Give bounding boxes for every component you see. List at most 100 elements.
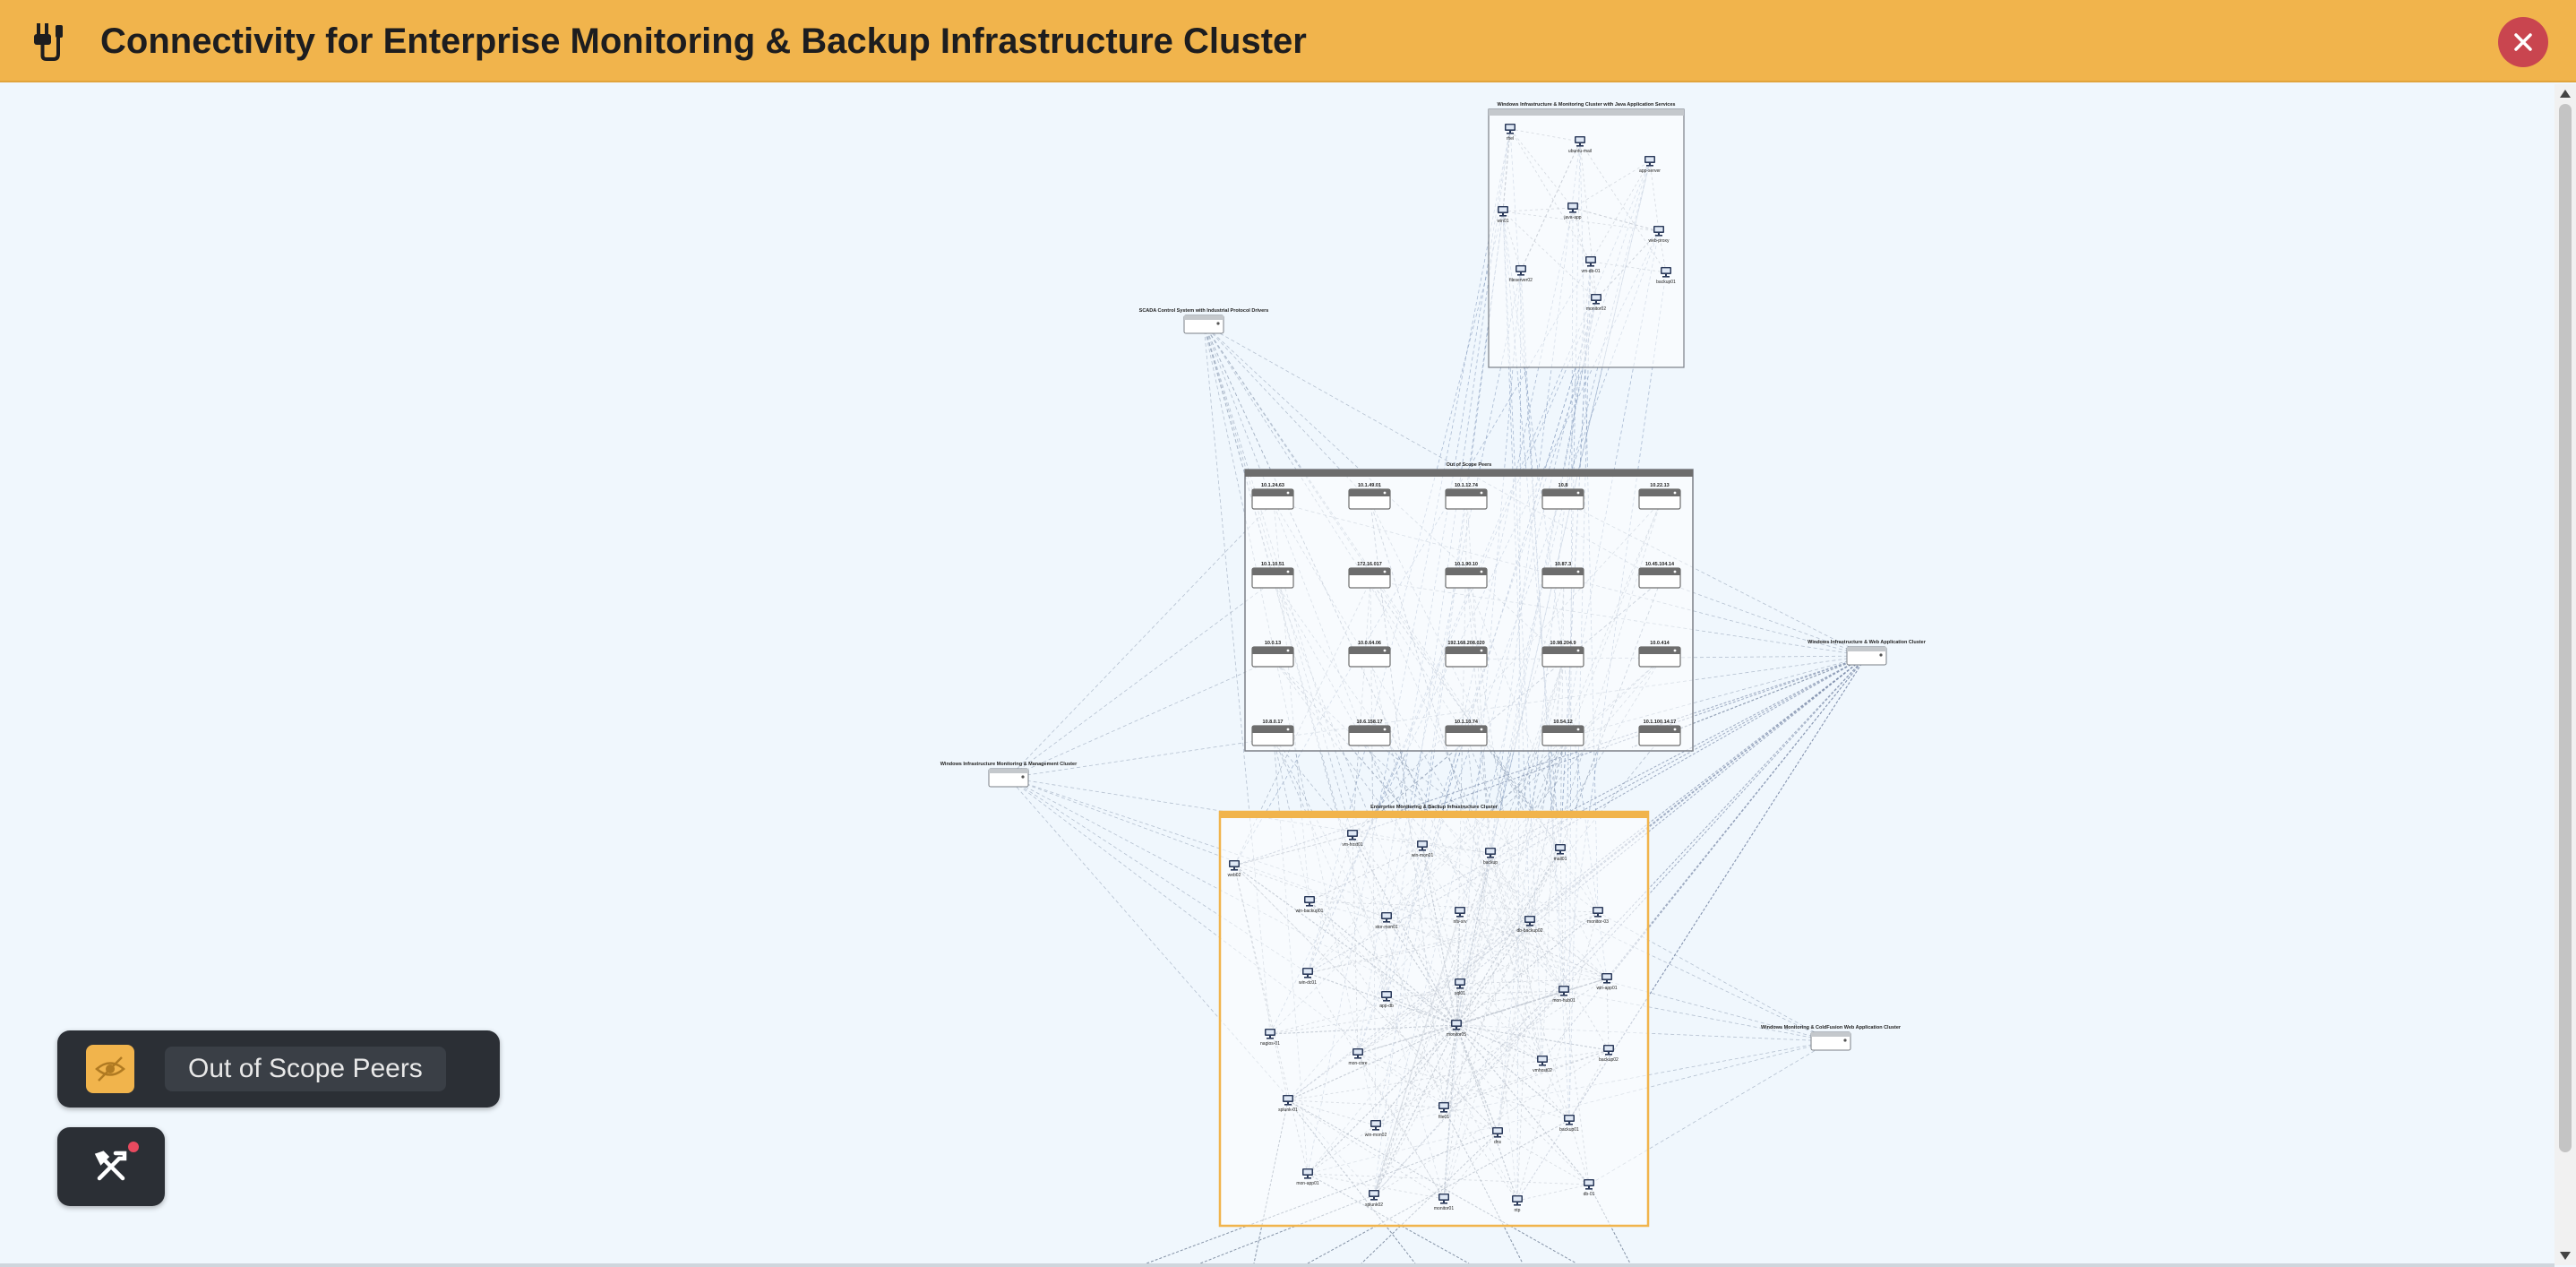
computer-node[interactable]: ubuntu-mail [1568,136,1592,154]
peer-node[interactable]: 10.6.158.17 [1348,720,1391,746]
peer-box-header [1639,489,1680,496]
computer-node[interactable]: splunk02 [1365,1190,1383,1208]
close-button[interactable] [2498,17,2548,67]
peer-node[interactable]: 10.1.24.63 [1251,483,1294,510]
peer-box-header [1252,568,1293,575]
computer-node[interactable]: db-backup02 [1517,916,1543,934]
computer-node[interactable]: backup [1483,848,1498,866]
node-label: vm-host01 [1342,842,1363,848]
computer-node[interactable]: mail01 [1554,844,1567,862]
notification-dot [128,1142,139,1152]
computer-node[interactable]: backup01 [1656,267,1676,285]
tools-button[interactable] [57,1127,165,1206]
peer-dot-icon [1673,649,1677,652]
peer-node[interactable]: 10.87.3 [1541,562,1584,589]
peer-box-header [1349,647,1390,654]
computer-node[interactable]: monitor02 [1586,294,1606,312]
peer-node[interactable]: 10.54.12 [1541,720,1584,746]
computer-icon [1438,1102,1449,1113]
computer-node[interactable]: monitor05 [1447,1020,1466,1038]
legend-label[interactable]: Out of Scope Peers [165,1047,446,1091]
connection-edge [1357,128,1511,1055]
computer-node[interactable]: web02 [1228,860,1241,878]
computer-node[interactable]: ntp [1512,1195,1523,1213]
peer-node[interactable]: 10.45.104.14 [1638,562,1681,589]
computer-node[interactable]: mon-hub01 [1552,986,1576,1004]
expand-dot-icon [1843,1039,1847,1042]
node-label: mon-app01 [1296,1181,1319,1186]
computer-node[interactable]: win-backup01 [1296,896,1324,914]
computer-node[interactable]: dns [1492,1127,1503,1145]
computer-node[interactable]: win01 [1497,206,1509,224]
computer-icon [1498,206,1508,217]
scroll-up-icon[interactable] [2560,90,2571,98]
peer-node[interactable]: 10.22.13 [1638,483,1681,510]
node-label: sql01 [1455,991,1465,996]
cluster-c1[interactable]: Windows Infrastructure & Monitoring Clus… [1488,102,1685,368]
computer-icon [1369,1190,1379,1201]
peer-node[interactable]: 10.1.90.10 [1445,562,1488,589]
peer-node[interactable]: 192.168.208.020 [1445,641,1488,668]
peer-node[interactable]: 10.1.10.74 [1445,720,1488,746]
peer-box-header [1446,489,1487,496]
computer-node[interactable]: win-app01 [1596,973,1618,991]
node-label: win-backup01 [1296,909,1324,914]
computer-node[interactable]: stor-mon01 [1375,912,1398,930]
computer-node[interactable]: vmhost02 [1533,1056,1552,1073]
cluster-out-of-scope-peers[interactable]: Out of Scope Peers 10.1.24.63 10.1.49.01 10… [1244,462,1694,752]
peer-ip-label: 10.54.12 [1553,720,1572,725]
computer-node[interactable]: vm-host01 [1342,830,1363,848]
computer-node[interactable]: mon-core [1348,1048,1368,1066]
cluster-c7-collapsed[interactable]: Windows Monitoring & ColdFusion Web Appl… [1761,1025,1902,1051]
computer-node[interactable]: monitor-03 [1587,907,1609,925]
cluster-c5-collapsed[interactable]: Windows Infrastructure Monitoring & Mana… [940,762,1078,788]
computer-node[interactable]: win-mon02 [1365,1120,1387,1138]
computer-node[interactable]: backup02 [1599,1045,1619,1063]
computer-node[interactable]: backup01 [1559,1115,1579,1133]
peer-node[interactable]: 10.8 [1541,483,1584,510]
network-graph[interactable]: Windows Infrastructure & Monitoring Clus… [0,84,2555,1263]
peer-node[interactable]: 10.0.64.06 [1348,641,1391,668]
computer-node[interactable]: file01 [1438,1102,1449,1120]
peer-dot-icon [1286,491,1290,495]
computer-node[interactable]: win-dc01 [1299,968,1317,986]
cluster-c4-collapsed[interactable]: Windows Infrastructure & Web Application… [1807,640,1927,666]
peer-node[interactable]: 10.0.414 [1638,641,1681,668]
node-label: splunk02 [1365,1202,1383,1208]
peer-node[interactable]: 10.1.12.74 [1445,483,1488,510]
cluster-header-bar [1489,109,1684,116]
cluster-c6[interactable]: Enterprise Monitoring & Backup Infrastru… [1218,805,1650,1228]
computer-node[interactable]: web-proxy [1648,226,1670,244]
computer-node[interactable]: app-server [1639,156,1661,174]
peer-node[interactable]: 10.1.49.01 [1348,483,1391,510]
peer-node[interactable]: 10.1.10.51 [1251,562,1294,589]
peer-node[interactable]: 10.8.0.17 [1251,720,1294,746]
network-graph-canvas[interactable]: Windows Infrastructure & Monitoring Clus… [0,84,2555,1263]
computer-node[interactable]: nagios-01 [1260,1029,1280,1047]
peer-node[interactable]: 10.1.100.14.17 [1638,720,1681,746]
vertical-scrollbar[interactable] [2555,84,2576,1265]
peer-node[interactable]: 10.0.13 [1251,641,1294,668]
computer-node[interactable]: splunk-01 [1278,1095,1298,1113]
scroll-down-icon[interactable] [2560,1252,2571,1260]
computer-node[interactable]: nfs-srv [1454,907,1468,925]
computer-node[interactable]: db-01 [1584,1179,1595,1197]
scrollbar-thumb[interactable] [2559,104,2572,1152]
computer-node[interactable]: sql01 [1455,978,1465,996]
computer-node[interactable]: win-mon01 [1412,840,1434,858]
peer-node[interactable]: 172.16.017 [1348,562,1391,589]
connection-edge [1008,580,1275,779]
cluster-title: Out of Scope Peers [1447,462,1492,468]
computer-node[interactable]: vm-db-01 [1581,256,1601,274]
computer-node[interactable]: app-db [1379,991,1394,1009]
computer-icon [1438,1194,1449,1204]
peer-node[interactable]: 10.98.204.9 [1541,641,1584,668]
legend-swatch[interactable] [86,1045,134,1093]
computer-node[interactable]: fileserver02 [1509,265,1533,283]
computer-node[interactable]: rhel [1505,124,1516,142]
cluster-c2-collapsed[interactable]: SCADA Control System with Industrial Pro… [1139,308,1269,334]
computer-icon [1304,896,1315,907]
computer-node[interactable]: monitor01 [1434,1194,1454,1211]
computer-node[interactable]: mon-app01 [1296,1168,1319,1186]
computer-node[interactable]: java-app [1563,203,1582,220]
